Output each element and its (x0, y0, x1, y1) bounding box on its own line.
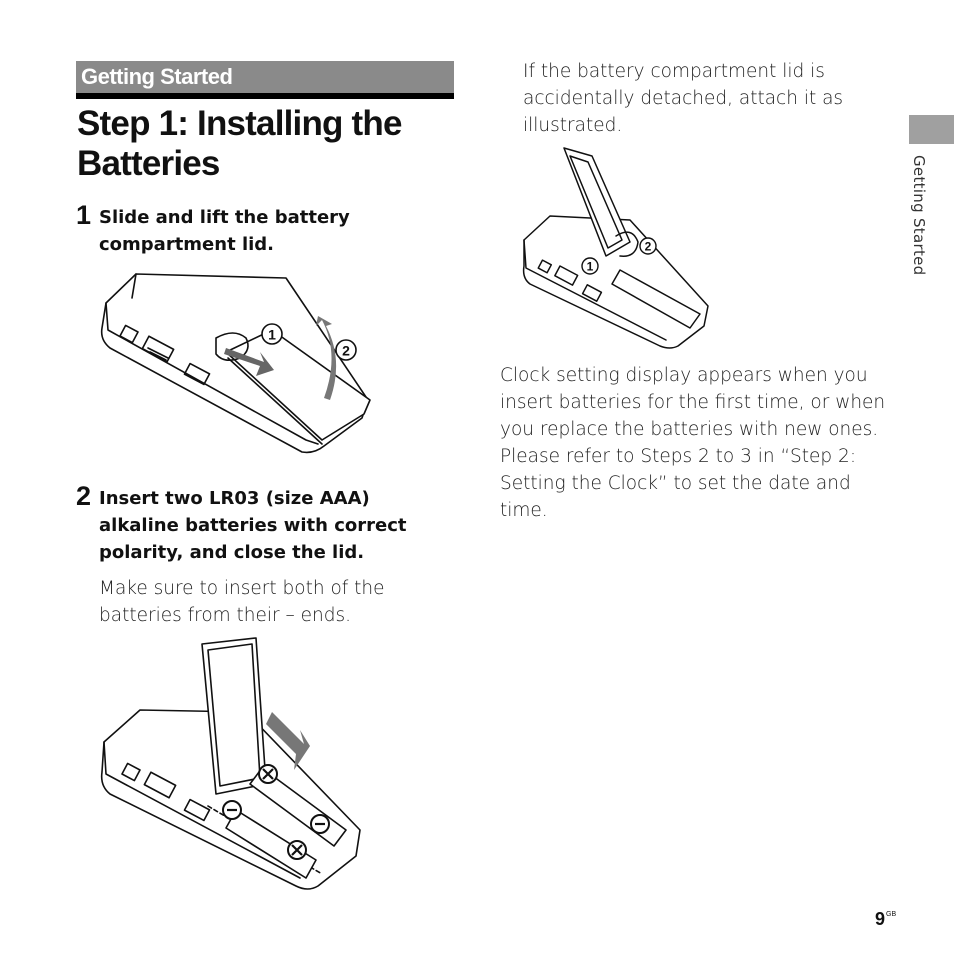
svg-text:1: 1 (587, 260, 594, 274)
callout-1: 1 (582, 258, 598, 274)
side-tab-label: Getting Started (910, 155, 928, 276)
side-tab-marker (909, 115, 954, 144)
illustration-insert-batteries (96, 634, 368, 894)
page-title: Step 1: Installing the Batteries (77, 104, 402, 183)
callout-1: 1 (262, 324, 282, 344)
step-2-note: Make sure to insert both of the batterie… (99, 578, 385, 626)
svg-text:2: 2 (645, 240, 652, 254)
svg-text:1: 1 (268, 327, 276, 343)
illustration-slide-lid: 1 2 (96, 268, 376, 460)
step-2-heading: Insert two LR03 (size AAA) alkaline batt… (99, 488, 407, 563)
step-1-number: 1 (76, 200, 92, 230)
section-header-text: Getting Started (81, 64, 233, 89)
step-2-number: 2 (76, 481, 92, 511)
step-1-heading: Slide and lift the battery compartment l… (99, 207, 350, 255)
illustration-reattach-lid: 1 2 (520, 146, 712, 350)
clock-setting-note: Clock setting display appears when you i… (500, 365, 886, 521)
page-number-value: 9 (875, 909, 886, 929)
battery-plus-icon (288, 841, 306, 859)
battery-minus-icon (223, 801, 241, 819)
callout-2: 2 (336, 340, 356, 360)
lid-detached-note: If the battery compartment lid is accide… (523, 61, 844, 136)
callout-2: 2 (640, 238, 656, 254)
svg-text:2: 2 (342, 343, 350, 359)
battery-minus-icon (311, 815, 329, 833)
page-number: 9GB (875, 909, 896, 930)
battery-plus-icon (259, 765, 277, 783)
page-number-suffix: GB (886, 911, 897, 918)
section-header-bar: Getting Started (76, 61, 454, 99)
